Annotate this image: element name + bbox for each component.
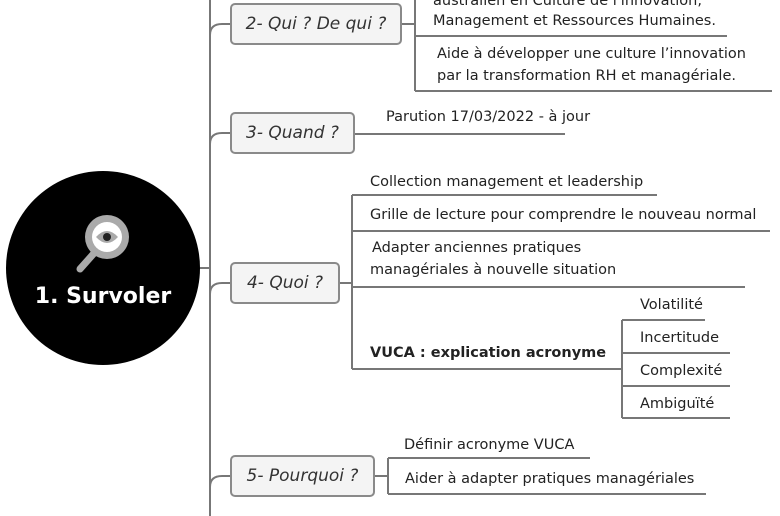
vuca-volatilite: Volatilité <box>640 297 703 313</box>
vuca-incertitude: Incertitude <box>640 330 720 346</box>
topic-quand[interactable]: 3- Quand ? <box>230 112 355 154</box>
quoi-item: Adapter anciennes pratiques <box>372 240 582 256</box>
vuca-ambiguite: Ambiguïté <box>640 396 715 412</box>
topic-quoi[interactable]: 4- Quoi ? <box>230 262 340 304</box>
quoi-item: managériales à nouvelle situation <box>370 262 617 278</box>
pourquoi-item: Aider à adapter pratiques managériales <box>405 471 695 487</box>
central-topic[interactable]: 1. Survoler <box>6 171 200 365</box>
quoi-item: Collection management et leadership <box>370 174 644 190</box>
qui-item: Management et Ressources Humaines. <box>433 13 716 29</box>
quand-item: Parution 17/03/2022 - à jour <box>386 109 591 125</box>
qui-item: par la transformation RH et managériale. <box>437 68 736 84</box>
qui-item: Aide à développer une culture l’innovati… <box>437 46 746 62</box>
pourquoi-item: Définir acronyme VUCA <box>404 437 575 453</box>
qui-item: australien en Culture de l'innovation, <box>433 0 702 9</box>
quoi-item: Grille de lecture pour comprendre le nou… <box>370 207 757 223</box>
central-title: 1. Survoler <box>34 284 172 309</box>
vuca-complexite: Complexité <box>640 363 723 379</box>
topic-qui[interactable]: 2- Qui ? De qui ? <box>230 3 402 45</box>
magnifier-eye-icon <box>76 215 129 273</box>
vuca-item: VUCA : explication acronyme <box>370 345 607 361</box>
topic-pourquoi[interactable]: 5- Pourquoi ? <box>230 455 375 497</box>
